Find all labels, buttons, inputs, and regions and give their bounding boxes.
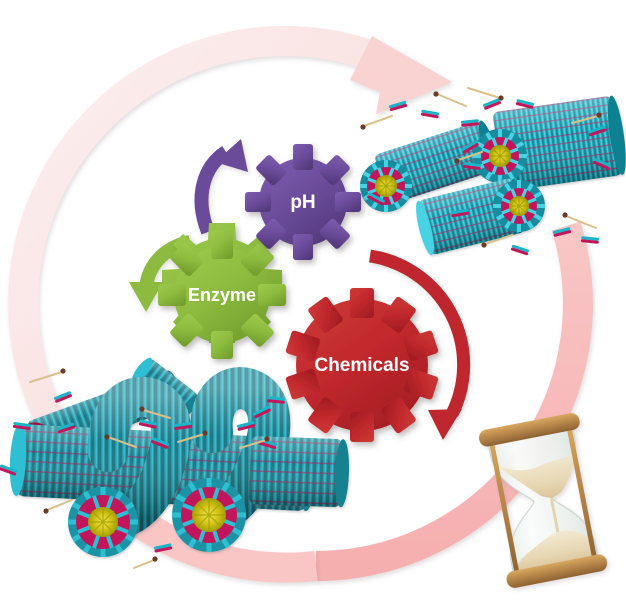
- ph-arrow-icon: [194, 139, 248, 235]
- nanotube-cluster-bottom: [416, 178, 545, 256]
- free-molecules-bottom-left: [0, 391, 286, 553]
- hourglass-post-left: [488, 436, 521, 579]
- pin-monomers-bottom-left: [29, 368, 270, 569]
- hourglass-sand-lower: [514, 530, 597, 575]
- gear-ph-label: pH: [290, 192, 315, 213]
- hourglass-post-right: [565, 421, 598, 564]
- gear-ph[interactable]: pH: [245, 144, 361, 260]
- gear-chemicals[interactable]: Chemicals: [285, 288, 439, 442]
- pin-monomers-top-right: [360, 87, 602, 248]
- nanotube-cross-section-right: [172, 478, 246, 552]
- hourglass-sand-upper: [497, 450, 577, 499]
- gear-enzyme-label: Enzyme: [188, 285, 256, 305]
- nanotube-cluster-right: [473, 95, 626, 191]
- gear-enzyme[interactable]: Enzyme: [158, 223, 286, 359]
- hourglass-cap-top: [479, 413, 580, 447]
- ring-segment-top: [8, 26, 452, 438]
- nanotube-main-right-extension: [249, 436, 350, 508]
- gear-chemicals-label: Chemicals: [314, 355, 409, 376]
- nanotube-cross-section-left: [68, 487, 138, 557]
- hourglass-cap-bottom: [506, 554, 608, 588]
- chemicals-arrow-icon: [368, 249, 471, 440]
- free-molecules-top-right: [367, 98, 611, 256]
